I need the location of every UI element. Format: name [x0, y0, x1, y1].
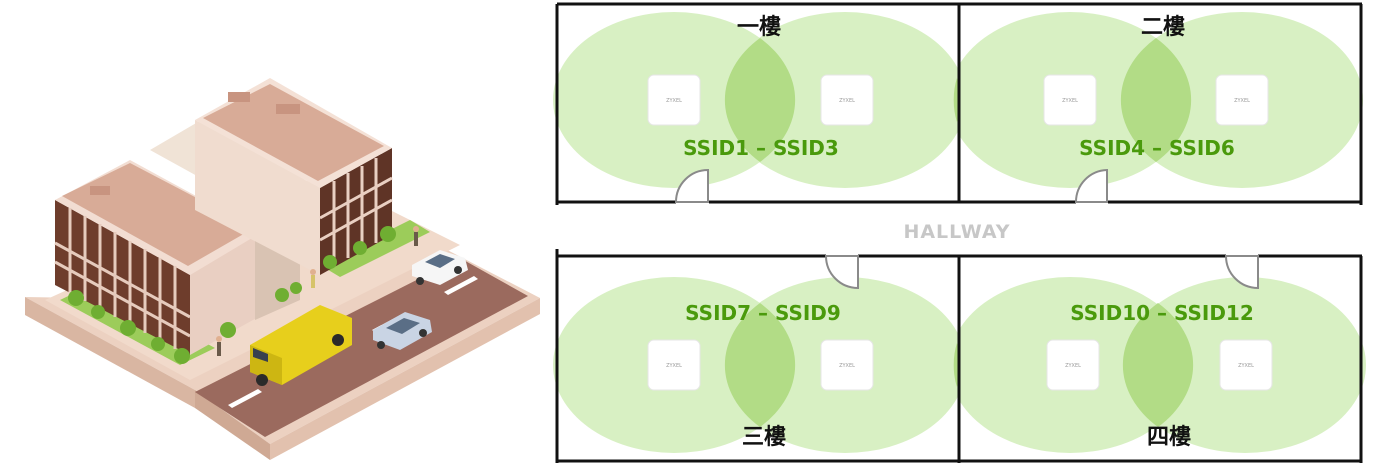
- door-icon: [674, 168, 709, 203]
- access-point-icon: ZYXEL: [1046, 339, 1100, 391]
- floor-plan-walls: [555, 2, 1363, 463]
- doors: [674, 168, 1259, 290]
- access-point-icon: ZYXEL: [647, 339, 701, 391]
- door-icon: [1224, 255, 1259, 290]
- access-point-icon: ZYXEL: [820, 339, 874, 391]
- access-point-icon: ZYXEL: [1219, 339, 1273, 391]
- office-building-illustration: [25, 78, 540, 460]
- svg-text:ZYXEL: ZYXEL: [1065, 363, 1081, 369]
- access-point-icon: ZYXEL: [1043, 74, 1097, 126]
- svg-text:ZYXEL: ZYXEL: [1062, 98, 1078, 104]
- svg-text:ZYXEL: ZYXEL: [1234, 98, 1250, 104]
- floor-label-4: 四樓: [1147, 425, 1191, 450]
- ssid-label-room-2: SSID4 – SSID6: [1079, 136, 1235, 160]
- svg-text:ZYXEL: ZYXEL: [839, 98, 855, 104]
- floor-label-1: 一樓: [737, 15, 781, 40]
- svg-text:ZYXEL: ZYXEL: [666, 98, 682, 104]
- access-point-icon: ZYXEL: [1215, 74, 1269, 126]
- ssid-label-room-3: SSID7 – SSID9: [685, 301, 841, 325]
- ssid-label-room-1: SSID1 – SSID3: [683, 136, 839, 160]
- door-icon: [1074, 168, 1108, 203]
- coverage-overlaps: [724, 38, 1194, 427]
- hallway-label: HALLWAY: [903, 221, 1010, 243]
- access-point-icon: ZYXEL: [820, 74, 874, 126]
- svg-text:ZYXEL: ZYXEL: [666, 363, 682, 369]
- ssid-label-room-4: SSID10 – SSID12: [1070, 301, 1254, 325]
- access-point-icon: ZYXEL: [647, 74, 701, 126]
- svg-text:ZYXEL: ZYXEL: [1238, 363, 1254, 369]
- svg-text:ZYXEL: ZYXEL: [839, 363, 855, 369]
- access-points: ZYXEL ZYXEL ZYXEL ZYXEL ZYXEL ZYXEL ZYXE…: [647, 74, 1273, 391]
- floor-label-2: 二樓: [1141, 15, 1185, 40]
- floor-label-3: 三樓: [742, 425, 786, 450]
- door-icon: [824, 255, 859, 290]
